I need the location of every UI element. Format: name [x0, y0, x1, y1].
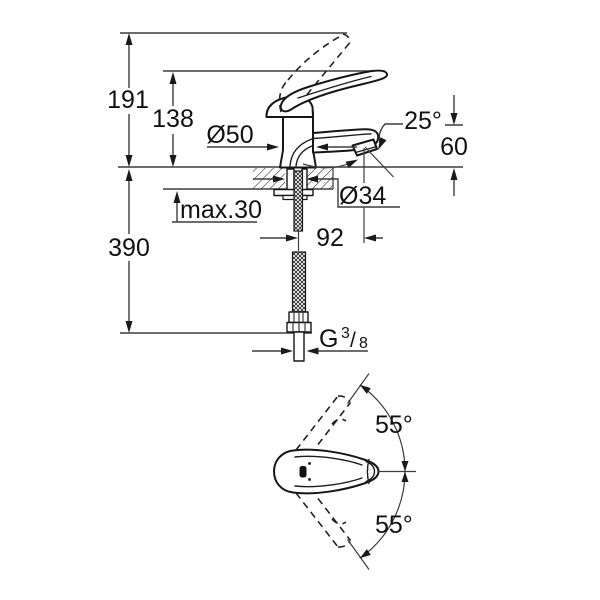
handle-swing-dashed-upper: [295, 395, 352, 451]
handle-swing-dashed-lower: [295, 492, 352, 548]
dimension-dia34: Ø34: [253, 175, 400, 210]
dim-dia50-label: Ø50: [206, 121, 253, 149]
mounting-shank-and-hose: [273, 168, 314, 362]
g38-label-numerator: 3: [341, 325, 350, 342]
dim-max30-label: max.30: [180, 196, 262, 224]
angle-55-top-label: 55°: [375, 411, 413, 439]
g38-label-g: G: [319, 325, 338, 353]
handle-top-view-outline: [273, 448, 380, 495]
faucet-side-view: [265, 33, 394, 243]
dim-191-label: 191: [107, 86, 149, 114]
g38-label-denominator: 8: [359, 335, 368, 352]
swing-extension-lower: [347, 539, 370, 570]
angle-25-label: 25°: [404, 107, 442, 135]
dimension-max30: max.30: [172, 191, 262, 224]
stream-direction-line: [364, 146, 394, 178]
dimension-g38: G 3 / 8: [252, 325, 368, 355]
arc-arrowhead: [345, 159, 358, 168]
dim-138-label: 138: [152, 105, 194, 133]
dimension-dia50: Ø50: [206, 121, 357, 151]
dimension-angle25: 25°: [378, 107, 463, 150]
swing-arc-upper: [359, 384, 406, 472]
dim-390-label: 390: [108, 234, 150, 262]
handle-indicator-mark: [299, 466, 307, 478]
dimension-60: 60: [440, 95, 468, 196]
dim-60-label: 60: [440, 133, 468, 161]
dim-dia34-label: Ø34: [339, 182, 386, 210]
angle-55-bottom-label: 55°: [375, 511, 413, 539]
dim-92-label: 92: [316, 224, 344, 252]
dimension-191: 191: [107, 33, 149, 167]
g38-label-slash: /: [350, 329, 356, 352]
swing-extension-upper: [347, 373, 370, 404]
flex-hose: [291, 251, 307, 313]
shank-left-part: [286, 168, 295, 191]
dimension-390: 390: [108, 169, 150, 333]
handle-raised-dashed: [278, 33, 351, 113]
hose-thread-tail: [293, 331, 305, 362]
threaded-rod: [293, 170, 304, 232]
handle-top-view: 55° 55°: [273, 373, 416, 570]
dimension-92: 92: [260, 224, 383, 252]
swing-arc-lower: [359, 471, 406, 559]
lever-handle: [279, 69, 389, 113]
dimension-138: 138: [152, 72, 194, 167]
